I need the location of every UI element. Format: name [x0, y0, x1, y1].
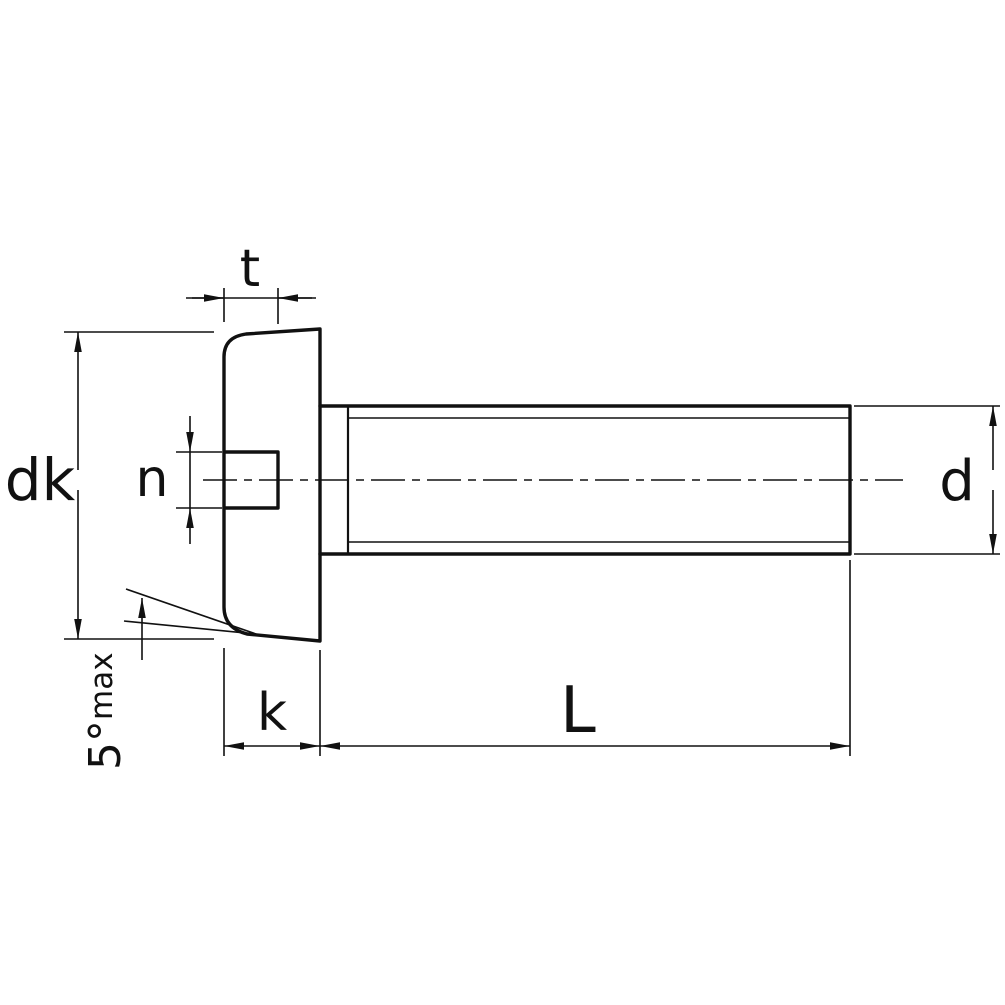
label-slot-width: n [136, 449, 169, 509]
dimension-dk-extension-lines [64, 331, 214, 640]
dimension-n: n [136, 416, 222, 544]
label-screw-length: L [560, 674, 596, 748]
label-underhead-angle: 5°max [80, 652, 131, 770]
angle-reference-line-2 [125, 588, 257, 635]
dimension-t: t [186, 239, 316, 324]
label-slot-depth: t [240, 239, 260, 299]
annotation-underhead-angle: 5°max [80, 588, 257, 770]
underhead-angle-value: 5° [80, 720, 131, 770]
underhead-angle-qualifier: max [84, 652, 120, 720]
screw-head-outline [222, 327, 322, 643]
screw-outline [222, 327, 852, 643]
dimension-dk: dk [5, 331, 214, 640]
angle-reference-line-1 [123, 620, 257, 635]
dimension-d-extension-lines [854, 405, 1000, 555]
dimension-d: d [854, 405, 1000, 555]
dimension-t-extension-lines [223, 288, 279, 324]
dimension-n-extension-lines [176, 451, 222, 509]
label-head-height: k [257, 683, 287, 743]
label-head-diameter: dk [5, 446, 76, 514]
dimension-k: k [223, 648, 321, 756]
dimension-L: L [320, 560, 851, 756]
label-thread-diameter: d [939, 449, 975, 514]
thread-minor-lines [348, 417, 850, 543]
dimension-k-extension-lines [223, 648, 321, 756]
